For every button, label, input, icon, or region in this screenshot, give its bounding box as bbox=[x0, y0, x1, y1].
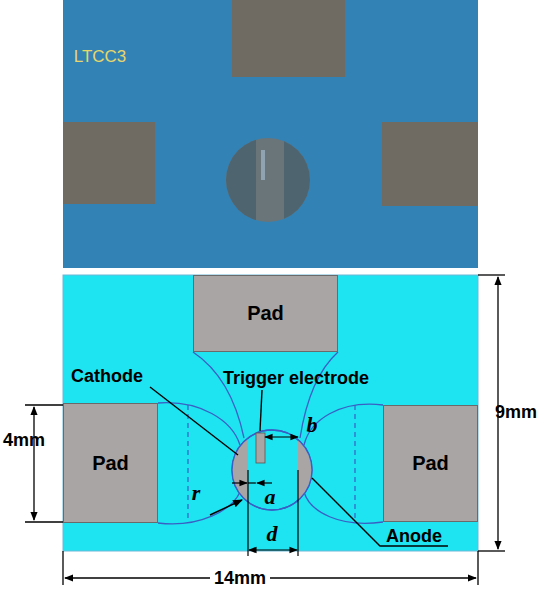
dimension-line bbox=[25, 275, 505, 585]
photo-substrate bbox=[63, 0, 478, 268]
dimension-symbol: d bbox=[267, 523, 278, 545]
photo-pad bbox=[232, 0, 345, 77]
pad-label: Pad bbox=[92, 452, 129, 475]
part-label: Anode bbox=[386, 527, 442, 545]
dimension-symbol: a bbox=[265, 486, 276, 508]
pad: Pad bbox=[63, 403, 158, 523]
dimension-text: 9mm bbox=[495, 403, 537, 421]
pad: Pad bbox=[383, 405, 478, 522]
photo-marking: LTCC3 bbox=[74, 48, 127, 65]
part-label: Trigger electrode bbox=[223, 369, 369, 387]
dashed-line bbox=[354, 405, 355, 522]
pad-label: Pad bbox=[247, 302, 284, 325]
cathode bbox=[220, 420, 248, 520]
part-label: Cathode bbox=[71, 367, 143, 385]
dimension-symbol: r bbox=[192, 482, 201, 504]
dimension-symbol: b bbox=[307, 414, 318, 436]
photo-pad bbox=[382, 122, 478, 206]
substrate bbox=[63, 275, 478, 551]
dimension-text: 14mm bbox=[210, 569, 270, 587]
electrode-outline bbox=[158, 352, 383, 524]
dimension-line bbox=[232, 437, 298, 556]
trigger-electrode bbox=[256, 433, 265, 463]
dimension-text: 4mm bbox=[3, 431, 45, 449]
dashed-line bbox=[187, 405, 188, 522]
photo-pad bbox=[63, 122, 155, 204]
pad-label: Pad bbox=[412, 452, 449, 475]
pad: Pad bbox=[193, 275, 338, 352]
